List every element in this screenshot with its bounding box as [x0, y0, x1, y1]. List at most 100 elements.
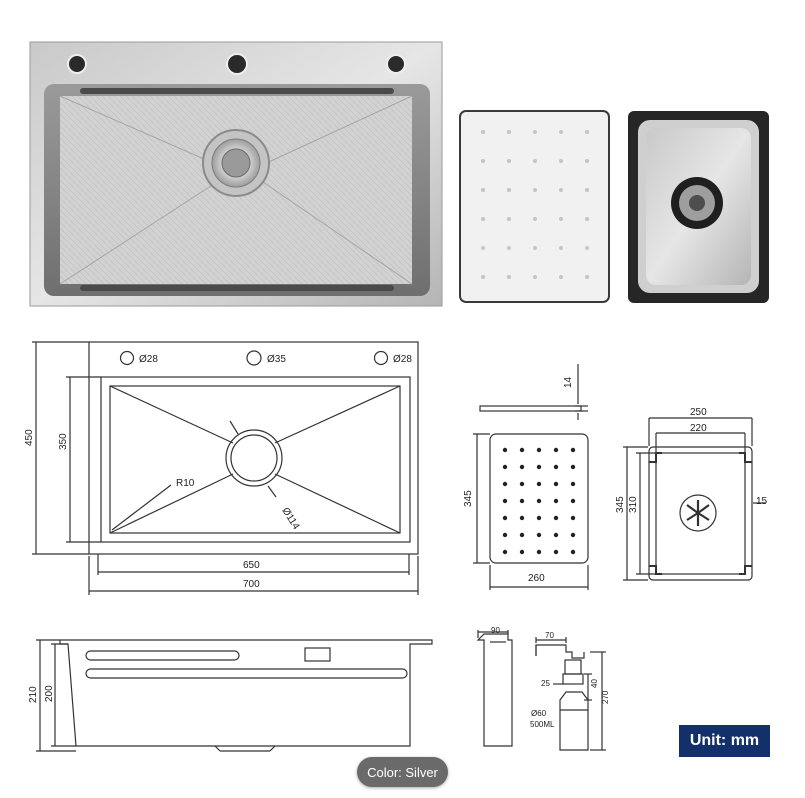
color-option-pill[interactable]: Color: Silver — [357, 757, 448, 787]
board-photo-hole — [559, 246, 563, 250]
board-drawing-hole — [570, 549, 576, 555]
board-photo-hole — [533, 275, 537, 279]
board-photo-hole — [559, 159, 563, 163]
board-photo-hole — [533, 246, 537, 250]
board-drawing-hole — [553, 549, 559, 555]
board-width-label: 260 — [528, 573, 545, 584]
hole-label-center: Ø35 — [267, 354, 286, 365]
board-photo-hole — [507, 275, 511, 279]
board-drawing-hole — [519, 515, 525, 521]
small-basin-photo — [628, 111, 769, 303]
board-drawing-hole — [553, 447, 559, 453]
board-photo-hole — [481, 188, 485, 192]
basin-outer-width-label: 250 — [690, 407, 707, 418]
board-drawing-hole — [536, 515, 542, 521]
board-photo-hole — [507, 246, 511, 250]
accessory-drawing — [476, 630, 606, 751]
board-drawing-holes — [502, 447, 576, 555]
board-photo-hole — [585, 246, 589, 250]
bottle-diameter-label: Ø60 — [531, 709, 547, 718]
board-drawing-hole — [502, 464, 508, 470]
board-drawing-hole — [570, 481, 576, 487]
basin-outer-height-label: 345 — [615, 496, 626, 513]
board-photo-hole — [507, 188, 511, 192]
small-basin-labels: 250 220 345 310 15 — [615, 407, 768, 513]
accessory-labels: 90 70 25 40 270 Ø60 500ML — [491, 626, 610, 729]
hole-label-right: Ø28 — [393, 354, 412, 365]
board-drawing-hole — [553, 532, 559, 538]
hole-label-left: Ø28 — [139, 354, 158, 365]
basin-drain-spokes — [686, 500, 710, 526]
basin-inner-height-label: 310 — [628, 496, 639, 513]
board-photo-hole — [533, 159, 537, 163]
board-photo-hole — [559, 188, 563, 192]
board-drawing-hole — [519, 447, 525, 453]
side-inner-height-label: 200 — [44, 685, 55, 702]
board-drawing-hole — [536, 549, 542, 555]
board-drawing-hole — [570, 532, 576, 538]
main-sink-photo — [29, 41, 443, 307]
drain-board-labels: 14 345 260 — [463, 376, 574, 584]
board-drawing-hole — [502, 549, 508, 555]
capacity-label: 500ML — [530, 720, 555, 729]
total-height-label: 270 — [601, 690, 610, 704]
outer-depth-label: 450 — [24, 429, 35, 446]
board-drawing-hole — [519, 532, 525, 538]
board-drawing-hole — [553, 464, 559, 470]
board-photo-hole — [559, 275, 563, 279]
side-outer-height-label: 210 — [28, 686, 39, 703]
small-basin-drawing — [623, 417, 766, 581]
board-drawing-hole — [536, 447, 542, 453]
board-photo-hole — [585, 130, 589, 134]
board-photo-hole — [481, 275, 485, 279]
board-drawing-hole — [519, 464, 525, 470]
tray-width-label: 90 — [491, 626, 500, 635]
board-photo-hole — [507, 130, 511, 134]
board-drawing-hole — [553, 515, 559, 521]
board-photo-hole — [481, 159, 485, 163]
inner-depth-label: 350 — [58, 433, 69, 450]
board-thickness-label: 14 — [563, 376, 574, 388]
board-photo-hole — [507, 159, 511, 163]
top-view-drawing — [32, 341, 419, 595]
board-photo-hole — [533, 188, 537, 192]
side-view-drawing — [36, 639, 433, 752]
thread-label: 25 — [541, 679, 550, 688]
side-view-labels: 210 200 — [28, 685, 55, 703]
board-drawing-hole — [570, 498, 576, 504]
board-photo-hole — [585, 188, 589, 192]
board-drawing-hole — [502, 447, 508, 453]
board-photo-hole — [533, 217, 537, 221]
board-drawing-hole — [502, 532, 508, 538]
board-photo-hole — [481, 130, 485, 134]
board-drawing-hole — [536, 498, 542, 504]
drain-board-photo — [459, 110, 610, 303]
board-photo-hole — [585, 159, 589, 163]
inner-width-label: 650 — [243, 560, 260, 571]
board-drawing-hole — [570, 515, 576, 521]
basin-rim-label: 15 — [756, 496, 768, 507]
board-height-label: 345 — [463, 490, 474, 507]
board-drawing-hole — [502, 515, 508, 521]
board-drawing-hole — [570, 464, 576, 470]
board-photo-hole — [481, 246, 485, 250]
board-drawing-hole — [519, 549, 525, 555]
board-drawing-hole — [570, 447, 576, 453]
board-drawing-hole — [519, 481, 525, 487]
drain-diameter-label: Ø114 — [279, 506, 301, 532]
board-drawing-hole — [502, 498, 508, 504]
board-drawing-hole — [519, 498, 525, 504]
board-photo-hole — [559, 217, 563, 221]
pump-width-label: 70 — [545, 631, 554, 640]
board-drawing-hole — [553, 481, 559, 487]
unit-badge: Unit: mm — [679, 725, 770, 757]
radius-label: R10 — [176, 478, 195, 489]
board-drawing-hole — [536, 464, 542, 470]
board-photo-hole — [585, 275, 589, 279]
board-photo-hole — [507, 217, 511, 221]
board-drawing-hole — [536, 532, 542, 538]
outer-width-label: 700 — [243, 579, 260, 590]
drain-board-drawing — [473, 364, 589, 590]
board-drawing-hole — [502, 481, 508, 487]
